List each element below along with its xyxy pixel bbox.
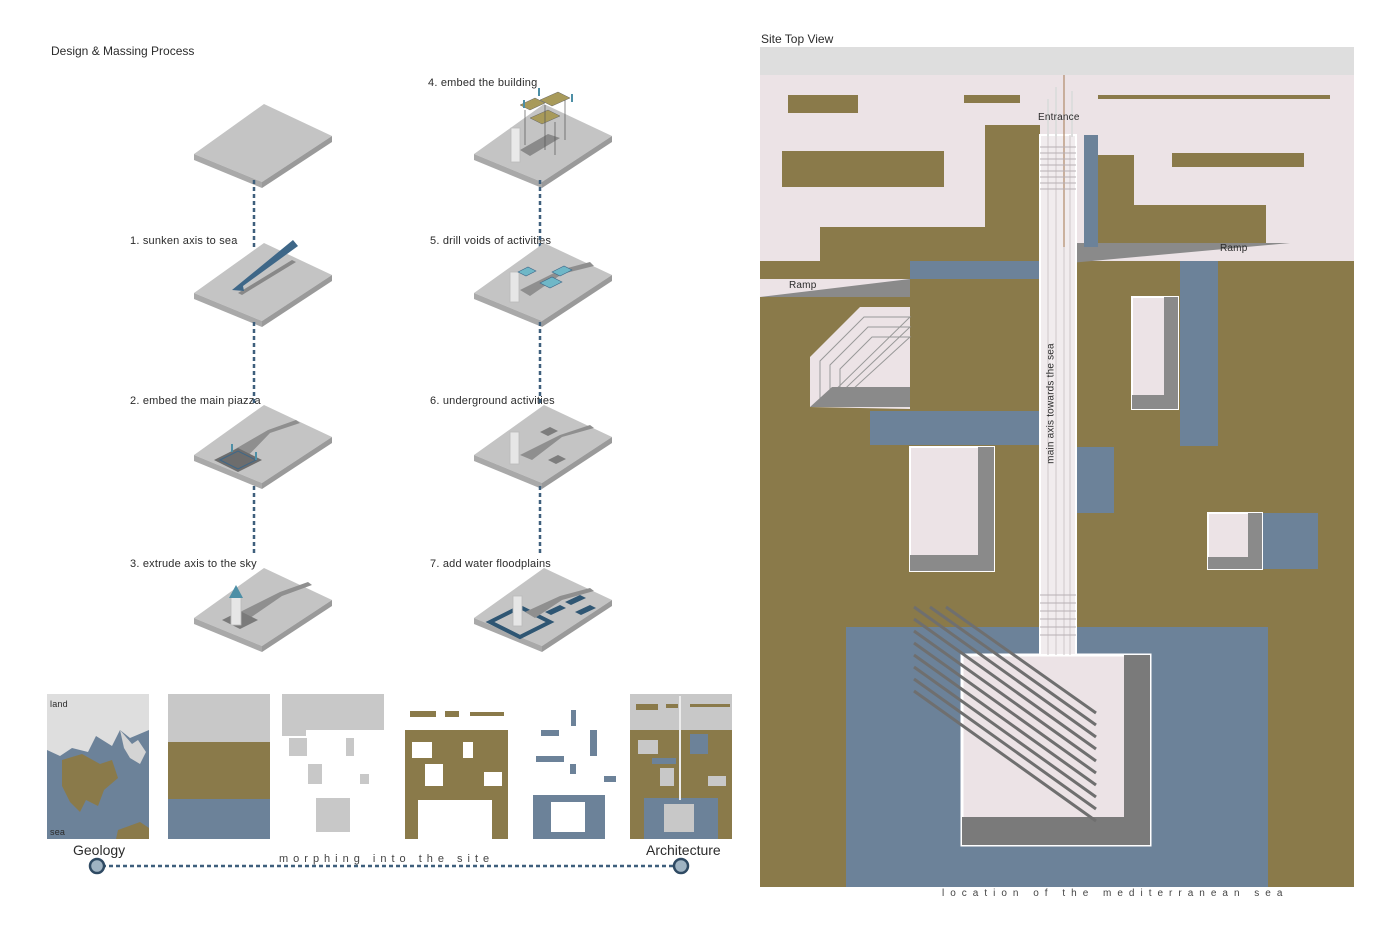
sky-tower (230, 594, 242, 626)
step-label-2: 2. embed the main piazza (130, 395, 261, 407)
slab-step-1 (194, 243, 332, 327)
base-slab (194, 104, 332, 188)
sky-tower (509, 271, 520, 303)
axis-cut (520, 262, 594, 296)
step-label-6: 6. underground activities (430, 395, 555, 407)
arrow-up-icon (229, 585, 243, 598)
building-block (539, 91, 571, 107)
geology-map (47, 694, 149, 839)
geology-label: Geology (73, 842, 126, 858)
axis-cut (525, 588, 594, 618)
site-heading: Site Top View (761, 32, 834, 46)
step-label-4: 4. embed the building (428, 77, 538, 89)
axis-cut (520, 425, 594, 460)
sea-label: sea (50, 827, 66, 837)
water-floodplain (565, 595, 586, 605)
land-pattern-panel (405, 711, 508, 839)
massing-heading: Design & Massing Process (51, 44, 195, 58)
underground-void (540, 427, 558, 436)
land-strip (1172, 153, 1304, 167)
sea-block (1180, 261, 1218, 446)
activity-void (551, 265, 573, 277)
axis-cut (520, 134, 560, 156)
architecture-label: Architecture (646, 842, 721, 858)
step-label-1: 1. sunken axis to sea (130, 235, 238, 247)
slab-step-2 (194, 405, 332, 489)
ramp-left-label: Ramp (789, 280, 817, 291)
layer-panel (168, 694, 270, 839)
step-label-7: 7. add water floodplains (430, 558, 551, 570)
activity-void (517, 266, 537, 277)
sea-arrow-icon (232, 240, 298, 291)
sea-block (870, 411, 1040, 445)
piazza-hatch (913, 605, 1097, 823)
entrance-label: Entrance (1038, 112, 1080, 123)
underground-void (548, 455, 566, 464)
sea-block (1260, 513, 1318, 569)
building-block (519, 97, 546, 111)
land-block (1096, 155, 1266, 243)
sea-block (1084, 135, 1098, 247)
axis-label: main axis towards the sea (1045, 343, 1057, 464)
ramp-right (1070, 243, 1290, 263)
site-plan (760, 47, 1354, 887)
timeline-end-node (672, 857, 690, 875)
timeline-start-node (88, 857, 106, 875)
sunken-axis (238, 260, 296, 295)
terrace (810, 307, 910, 409)
morphing-strip (47, 694, 732, 875)
grey-mass-panel (282, 694, 384, 832)
axis-cut (240, 582, 312, 618)
land-strip (788, 95, 858, 113)
sea-pattern-panel (533, 710, 616, 839)
sky-tower (510, 127, 521, 163)
architecture-panel (630, 694, 732, 839)
piazza-void (214, 448, 262, 472)
land-strip (964, 95, 1020, 103)
step-label-5: 5. drill voids of activities (430, 235, 552, 247)
sea-stairs (1040, 594, 1076, 636)
land-label: land (50, 699, 68, 709)
slab-step-3 (194, 568, 332, 652)
ramp-right-label: Ramp (1220, 243, 1248, 254)
step-label-3: 3. extrude axis to the sky (130, 558, 257, 570)
sea-block (910, 261, 1040, 279)
sea-caption: location of the mediterranean sea (942, 888, 1289, 899)
sky-tower (509, 431, 520, 465)
grey-zone (760, 47, 1354, 75)
land-block (820, 125, 1040, 261)
massing-diagram (194, 88, 612, 652)
water-floodplain (485, 604, 555, 640)
land-strip (1098, 95, 1330, 99)
morphing-caption: morphing into the site (279, 853, 495, 865)
entrance-stairs (1040, 146, 1076, 190)
sky-tower (512, 595, 523, 627)
activity-void (539, 276, 563, 289)
sea-block (1076, 447, 1114, 513)
water-floodplain (575, 605, 596, 615)
land-strip (782, 151, 944, 187)
water-floodplain (545, 605, 566, 615)
